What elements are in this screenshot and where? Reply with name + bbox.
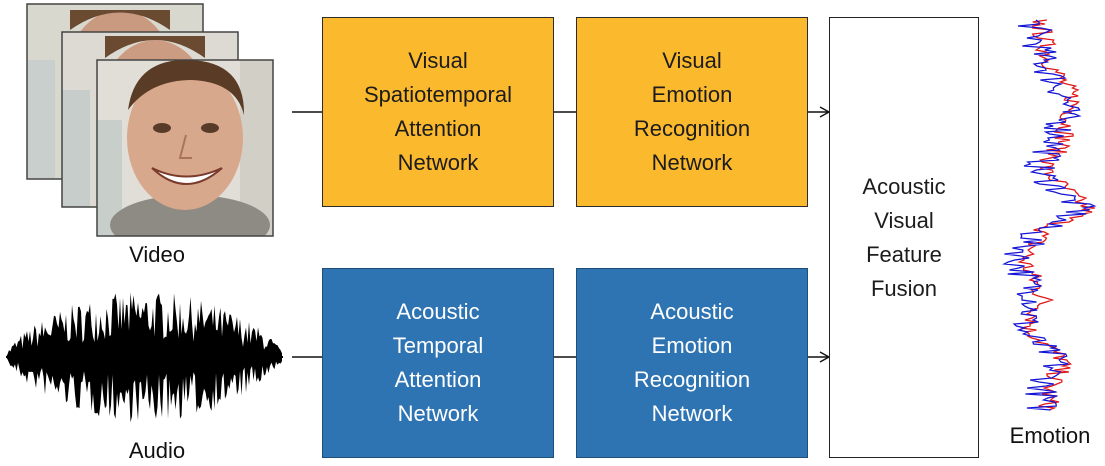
box-text-line: Acoustic bbox=[862, 173, 946, 199]
acoustic-emotion-recognition-network: Acoustic Emotion Recognition Network bbox=[576, 268, 808, 458]
box-text-line: Spatiotemporal bbox=[364, 82, 512, 107]
audio-label: Audio bbox=[128, 438, 186, 463]
audio-waveform bbox=[6, 292, 283, 423]
box-text-line: Recognition bbox=[633, 116, 751, 141]
video-label: Video bbox=[129, 242, 185, 267]
box-text-line: Visual bbox=[662, 48, 722, 73]
acoustic-temporal-attention-network: Acoustic Temporal Attention Network bbox=[322, 268, 554, 458]
box-text-line: Acoustic bbox=[396, 299, 480, 324]
visual-emotion-recognition-network: Visual Emotion Recognition Network bbox=[576, 17, 808, 207]
box-text-line: Acoustic bbox=[650, 299, 734, 324]
box-text-line: Emotion bbox=[651, 82, 733, 107]
box-text-line: Network bbox=[397, 150, 479, 175]
box-text-line: Feature bbox=[866, 241, 942, 267]
visual-spatiotemporal-attention-network: Visual Spatiotemporal Attention Network bbox=[322, 17, 554, 207]
emotion-trace-blue bbox=[1002, 19, 1097, 411]
box-text-line: Network bbox=[397, 401, 479, 426]
acoustic-visual-feature-fusion: Acoustic Visual Feature Fusion bbox=[829, 17, 979, 458]
box-text-line: Attention bbox=[394, 116, 482, 141]
box-text-line: Emotion bbox=[651, 333, 733, 358]
box-text-line: Recognition bbox=[633, 367, 751, 392]
box-text-line: Fusion bbox=[870, 275, 938, 301]
video-frame-front bbox=[97, 60, 273, 236]
box-text-line: Temporal bbox=[392, 333, 484, 358]
box-text-line: Visual bbox=[408, 48, 468, 73]
box-text-line: Network bbox=[651, 150, 733, 175]
box-text-line: Network bbox=[651, 401, 733, 426]
box-text-line: Visual bbox=[874, 207, 934, 233]
emotion-label: Emotion bbox=[1009, 423, 1091, 448]
box-text-line: Attention bbox=[394, 367, 482, 392]
